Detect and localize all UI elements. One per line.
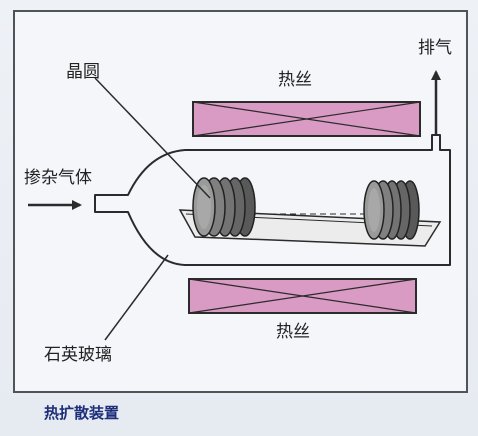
heater-bottom (188, 278, 417, 314)
wafer-stack-left (192, 177, 256, 237)
quartz-leader-line (104, 254, 169, 341)
heater-top (192, 101, 421, 137)
dopant-gas-label: 掺杂气体 (24, 168, 92, 188)
exhaust-label: 排气 (418, 38, 452, 58)
figure-caption: 热扩散装置 (44, 404, 120, 422)
heater-top-label: 热丝 (278, 70, 312, 90)
wafer-label: 晶圆 (66, 62, 100, 82)
wafer-stack-right (363, 180, 420, 240)
quartz-glass-label: 石英玻璃 (44, 345, 112, 365)
wafer-leader-line (94, 77, 211, 199)
heater-bottom-label: 热丝 (276, 322, 310, 342)
